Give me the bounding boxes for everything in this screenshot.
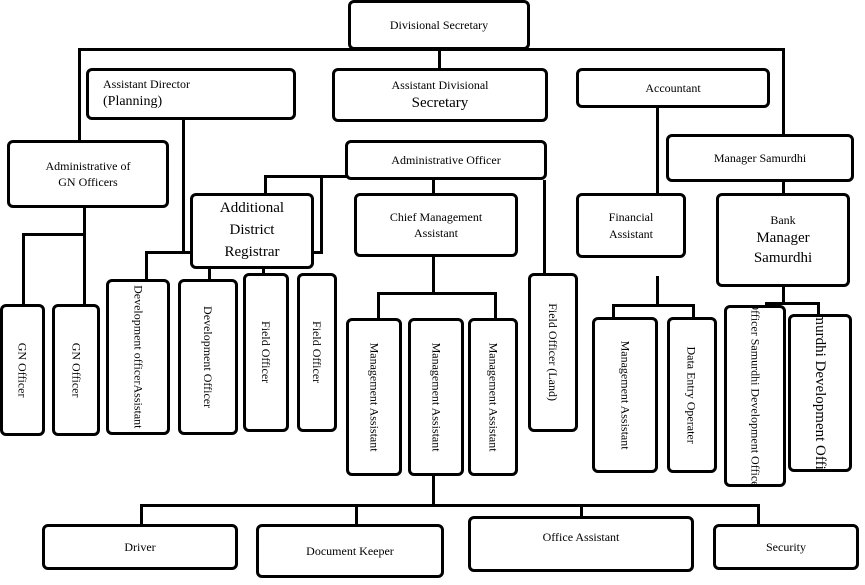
- connector-line: [432, 180, 435, 195]
- field-officer-box: Field Officer: [297, 273, 337, 432]
- connector-line: [432, 473, 435, 506]
- management-assistant-box: Management Assistant: [468, 318, 518, 476]
- samurdhi-development-officer-label: Officer Samurdhi Development Officer: [748, 305, 763, 487]
- gn-officer-label: GN Officer: [15, 342, 30, 398]
- connector-line: [765, 302, 820, 305]
- management-assistant-box: Management Assistant: [408, 318, 464, 476]
- document-keeper-label: Document Keeper: [306, 543, 394, 558]
- management-assistant-box: Management Assistant: [346, 318, 402, 476]
- management-assistant-label: Management Assistant: [429, 342, 444, 452]
- document-keeper-box: Document Keeper: [256, 524, 444, 578]
- administrative-gn-officers-label: Administrative of GN Officers: [45, 158, 131, 189]
- accountant-box: Accountant: [576, 68, 770, 108]
- connector-line: [580, 504, 583, 518]
- connector-line: [140, 504, 760, 507]
- assistant-divisional-secretary-box: Assistant Divisional Secretary: [332, 68, 548, 122]
- development-officer-assistant-box: Development officerAssistant: [106, 279, 170, 435]
- samurdhi-development-officer-label: Samurdhi Development Officer: [812, 314, 829, 472]
- connector-line: [377, 292, 380, 320]
- connector-line: [782, 285, 785, 305]
- connector-line: [692, 304, 695, 320]
- development-officer-box: Development Officer: [178, 279, 238, 435]
- gn-officer-box: GN Officer: [0, 304, 45, 436]
- assistant-director-box: Assistant Director (Planning): [86, 68, 296, 120]
- connector-line: [140, 504, 143, 526]
- connector-line: [83, 233, 86, 308]
- connector-line: [494, 292, 497, 320]
- administrative-officer-label: Administrative Officer: [391, 152, 501, 167]
- bank-label: Bank: [770, 212, 796, 227]
- connector-line: [264, 175, 348, 178]
- security-box: Security: [713, 524, 859, 570]
- office-assistant-label: Office Assistant: [542, 530, 620, 544]
- manager-samurdhi-label: Manager Samurdhi: [713, 150, 807, 165]
- connector-line: [145, 251, 148, 281]
- management-assistant-label: Management Assistant: [486, 342, 501, 452]
- connector-line: [78, 48, 81, 143]
- accountant-label: Accountant: [645, 80, 701, 95]
- divisional-secretary-box: Divisional Secretary: [348, 0, 530, 50]
- assistant-director-planning-label: (Planning): [103, 93, 163, 109]
- connector-line: [543, 180, 546, 275]
- chief-management-assistant-label: Chief Management Assistant: [389, 209, 483, 240]
- development-officer-assistant-label: Development officerAssistant: [131, 285, 146, 429]
- connector-line: [22, 233, 25, 308]
- connector-line: [757, 504, 760, 526]
- security-label: Security: [766, 539, 806, 554]
- connector-line: [656, 276, 659, 306]
- gn-officer-label: GN Officer: [69, 342, 84, 398]
- gn-officer-box: GN Officer: [52, 304, 100, 436]
- connector-line: [320, 175, 323, 253]
- field-officer-land-label: Field Officer (Land): [546, 303, 561, 402]
- connector-line: [612, 304, 615, 320]
- data-entry-operater-label: Data Entry Operater: [685, 346, 700, 444]
- divisional-secretary-label: Divisional Secretary: [389, 17, 489, 32]
- field-officer-land-box: Field Officer (Land): [528, 273, 578, 432]
- samurdhi-development-officer-box: Officer Samurdhi Development Officer: [724, 305, 786, 487]
- office-assistant-box: Office Assistant: [468, 516, 694, 572]
- development-officer-label: Development Officer: [201, 305, 216, 409]
- connector-line: [782, 180, 785, 195]
- field-officer-label: Field Officer: [259, 321, 274, 384]
- connector-line: [438, 48, 441, 70]
- financial-assistant-box: Financial Assistant: [576, 193, 686, 258]
- driver-label: Driver: [124, 539, 156, 554]
- connector-line: [22, 233, 86, 236]
- financial-assistant-label: Financial Assistant: [608, 210, 654, 241]
- assistant-director-label: Assistant Director: [103, 77, 190, 92]
- bank-manager-samurdhi-box: Bank Manager Samurdhi: [716, 193, 850, 287]
- management-assistant-label: Management Assistant: [618, 340, 633, 450]
- additional-district-registrar-box: Additional District Registrar: [190, 193, 314, 269]
- additional-district-registrar-label: Additional District Registrar: [219, 200, 285, 260]
- data-entry-operater-box: Data Entry Operater: [667, 317, 717, 473]
- management-assistant-box: Management Assistant: [592, 317, 658, 473]
- connector-line: [355, 504, 358, 526]
- driver-box: Driver: [42, 524, 238, 570]
- connector-line: [432, 255, 435, 293]
- management-assistant-label: Management Assistant: [367, 342, 382, 452]
- chief-management-assistant-box: Chief Management Assistant: [354, 193, 518, 257]
- administrative-officer-box: Administrative Officer: [345, 140, 547, 180]
- connector-line: [377, 292, 497, 295]
- connector-line: [264, 175, 267, 197]
- connector-line: [817, 302, 820, 316]
- connector-line: [83, 205, 86, 235]
- connector-line: [782, 48, 785, 138]
- connector-line: [182, 120, 185, 252]
- connector-line: [612, 304, 695, 307]
- assistant-divisional-label: Assistant Divisional: [391, 77, 489, 92]
- manager-samurdhi-box: Manager Samurdhi: [666, 134, 854, 182]
- administrative-gn-officers-box: Administrative of GN Officers: [7, 140, 169, 208]
- samurdhi-development-officer-box: Samurdhi Development Officer: [788, 314, 852, 472]
- field-officer-label: Field Officer: [310, 321, 325, 384]
- bank-manager-samurdhi-label: Manager Samurdhi: [753, 229, 813, 267]
- assistant-divisional-secretary-label: Secretary: [411, 94, 469, 111]
- field-officer-box: Field Officer: [243, 273, 289, 432]
- connector-line: [656, 107, 659, 195]
